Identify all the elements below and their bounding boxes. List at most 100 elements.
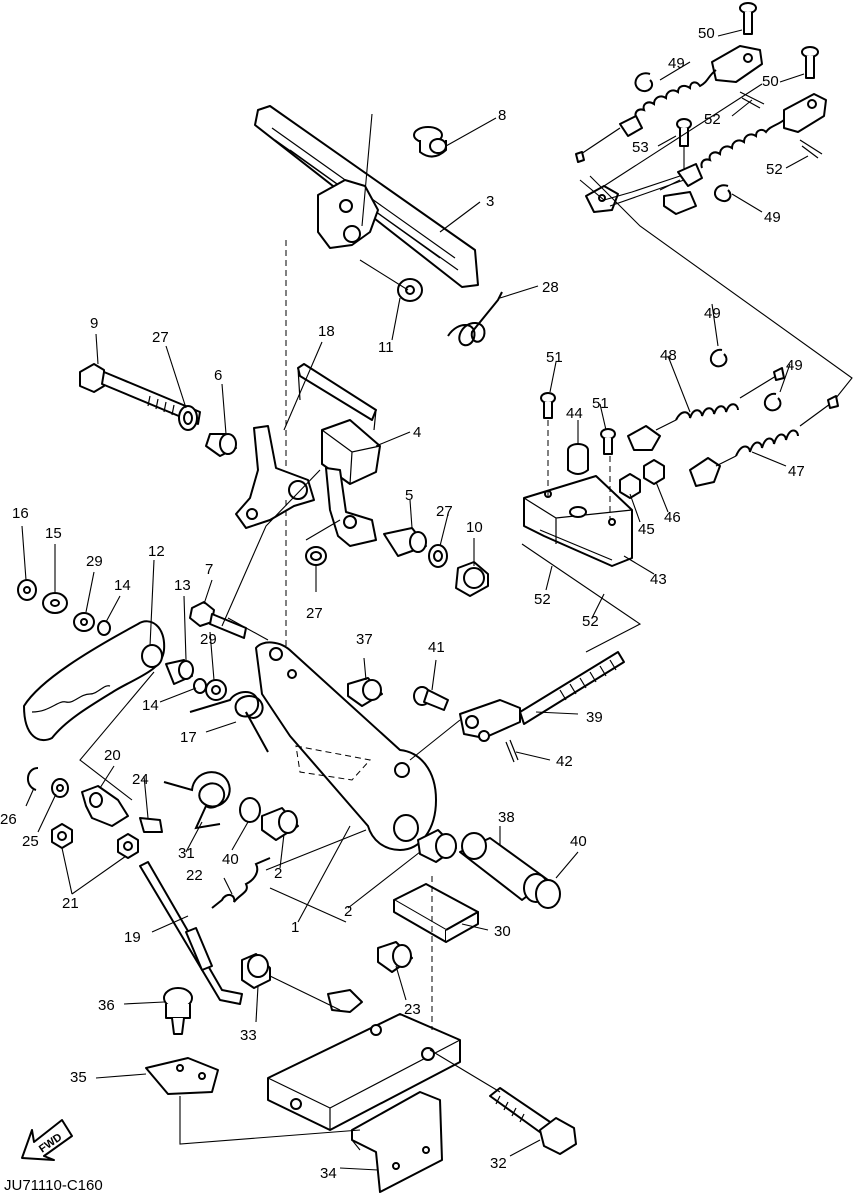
part-42-cotter-pin	[505, 739, 519, 763]
callout-8: 8	[498, 107, 506, 124]
part-51-bolt-left	[540, 392, 556, 419]
fwd-arrow-icon: FWD	[21, 1119, 73, 1161]
callout-6: 6	[214, 367, 222, 384]
part-7-bolt	[189, 601, 247, 639]
part-2-collar-left	[261, 807, 299, 841]
callout-14: 14	[114, 577, 131, 594]
callout-44: 44	[566, 405, 583, 422]
part-clevis-upper	[711, 45, 763, 83]
part-3-pedal-pad	[254, 105, 479, 288]
part-50-pin-lower	[801, 46, 819, 79]
part-37-collar	[347, 677, 383, 707]
callout-26: 26	[0, 811, 17, 828]
part-51-bolt-right	[600, 428, 616, 455]
callout-28: 28	[542, 279, 559, 296]
callout-40: 40	[222, 851, 239, 868]
callout-51: 51	[592, 395, 609, 412]
part-25-washer	[51, 778, 69, 798]
callout-52: 52	[766, 161, 783, 178]
part-49-clip-low	[763, 392, 782, 412]
callout-labels: 1 2 2 3 4 5 6 7 8 9 10 11 12 13 14 14 15…	[0, 25, 805, 1182]
callout-52: 52	[704, 111, 721, 128]
callout-41: 41	[428, 639, 445, 656]
part-22-spring	[211, 857, 271, 909]
part-8-bushing	[413, 126, 447, 158]
callout-37: 37	[356, 631, 373, 648]
callout-49: 49	[704, 305, 721, 322]
part-5-spacer	[383, 527, 427, 557]
callout-51: 51	[546, 349, 563, 366]
part-49-clip-right	[713, 184, 732, 202]
part-35-plate	[145, 1057, 219, 1095]
callout-40: 40	[570, 833, 587, 850]
part-13-collar	[165, 659, 194, 685]
part-base-bracket	[267, 989, 461, 1131]
callout-16: 16	[12, 505, 29, 522]
part-21-nut-right	[117, 833, 139, 859]
part-cable-clamp-right	[663, 191, 697, 215]
part-40-cap-left	[239, 797, 261, 823]
callout-49: 49	[786, 357, 803, 374]
callout-29: 29	[86, 553, 103, 570]
part-46-nut	[643, 459, 665, 485]
callout-35: 35	[70, 1069, 87, 1086]
part-34-plate	[351, 1091, 443, 1193]
part-40-cap-right	[535, 879, 561, 909]
part-39-adjusting-rod	[459, 651, 625, 742]
callout-23: 23	[404, 1001, 421, 1018]
callout-38: 38	[498, 809, 515, 826]
callout-49: 49	[764, 209, 781, 226]
part-21-nut-left	[51, 823, 73, 849]
part-26-circlip	[27, 767, 39, 791]
part-47-cable	[689, 395, 839, 487]
part-43-cable-holder	[523, 475, 633, 567]
part-27-collar-middle	[305, 546, 327, 566]
part-31-spring	[163, 771, 231, 830]
part-11-washer	[397, 278, 423, 302]
part-27-collar-upper	[178, 405, 198, 431]
callout-33: 33	[240, 1027, 257, 1044]
callout-21: 21	[62, 895, 79, 912]
part-14-ring-lower	[193, 678, 207, 694]
callout-36: 36	[98, 997, 115, 1014]
part-14-ring-upper	[97, 620, 111, 636]
callout-34: 34	[320, 1165, 337, 1182]
part-9-bolt	[79, 363, 201, 425]
part-45-nut	[619, 473, 641, 499]
callout-48: 48	[660, 347, 677, 364]
callout-29: 29	[200, 631, 217, 648]
part-1-pedal-arm	[255, 641, 437, 851]
part-24-bolt	[139, 817, 163, 833]
callout-30: 30	[494, 923, 511, 940]
part-cable-upper-2	[659, 119, 785, 191]
callout-3: 3	[486, 193, 494, 210]
part-10-cap	[455, 561, 489, 597]
part-36-bolt	[163, 987, 193, 1035]
callout-10: 10	[466, 519, 483, 536]
callout-25: 25	[22, 833, 39, 850]
callout-53: 53	[632, 139, 649, 156]
callout-52: 52	[582, 613, 599, 630]
callout-20: 20	[104, 747, 121, 764]
callout-52: 52	[534, 591, 551, 608]
part-33-bushing	[241, 953, 271, 989]
callout-2: 2	[274, 865, 282, 882]
part-19-rod	[139, 861, 243, 1005]
part-27-collar-right	[428, 544, 448, 568]
part-30-pad	[393, 883, 479, 943]
callout-39: 39	[586, 709, 603, 726]
part-2-collar-right	[417, 829, 457, 863]
callout-18: 18	[318, 323, 335, 340]
callout-50: 50	[762, 73, 779, 90]
callout-15: 15	[45, 525, 62, 542]
part-29-washer-mid	[205, 679, 227, 701]
callout-27: 27	[306, 605, 323, 622]
callout-27: 27	[436, 503, 453, 520]
part-41-pin	[413, 686, 449, 711]
callout-13: 13	[174, 577, 191, 594]
part-38-tube	[459, 832, 549, 903]
callout-11: 11	[378, 339, 394, 356]
callout-17: 17	[180, 729, 197, 746]
